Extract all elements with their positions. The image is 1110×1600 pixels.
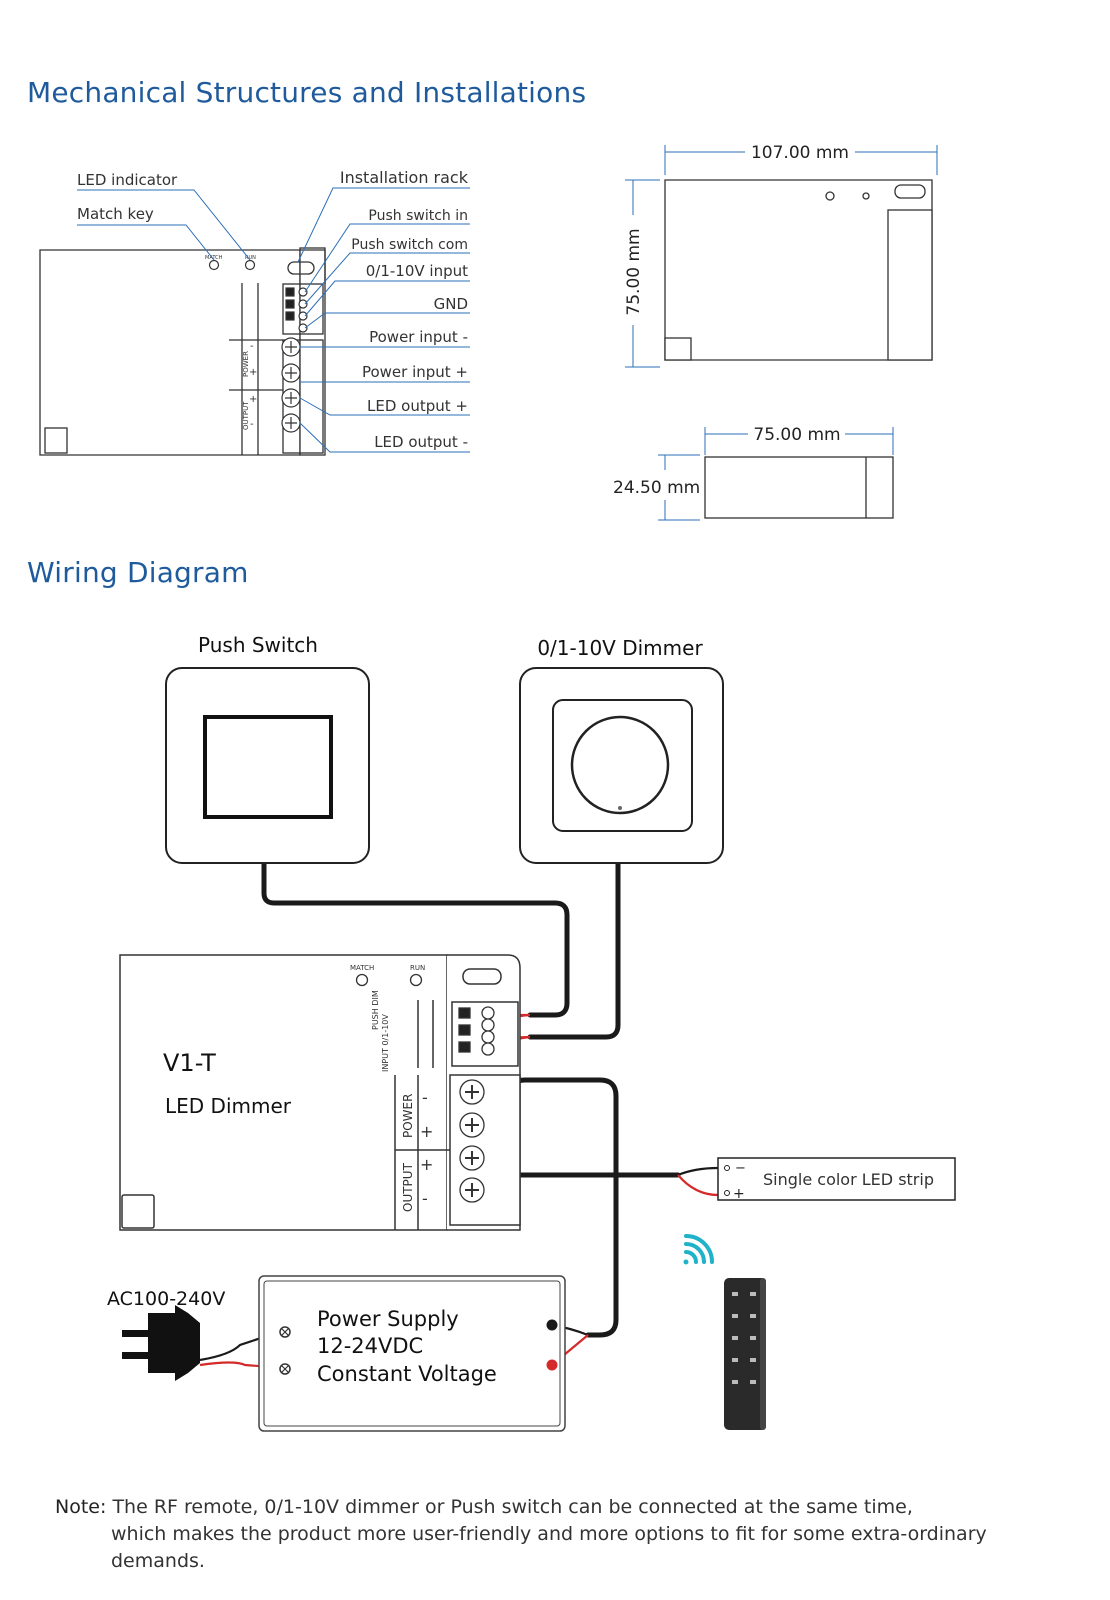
front-view-terminals	[208, 259, 308, 433]
led-strip: − +	[717, 1157, 956, 1202]
power-plus-sign: +	[420, 1122, 433, 1141]
power-supply-line1: Power Supply	[317, 1307, 459, 1331]
push-switch	[165, 667, 370, 864]
dim-input-callout: 0/1-10V input	[366, 262, 468, 280]
run-label: RUN	[410, 964, 425, 972]
installation-rack-callout: Installation rack	[340, 168, 469, 187]
output-minus-sign: -	[422, 1189, 428, 1208]
front-match-label: MATCH	[205, 255, 223, 261]
device-front-view	[39, 247, 326, 456]
depth-width-dimension: 75.00 mm	[753, 425, 840, 445]
side-dimension-view	[704, 456, 894, 519]
width-dimension: 75.00 mm	[624, 228, 644, 315]
push-switch-label: Push Switch	[198, 633, 318, 657]
led-output-plus-callout: LED output +	[367, 397, 468, 415]
height-dimension: 24.50 mm	[613, 478, 700, 498]
rf-remote	[724, 1278, 766, 1430]
match-key-callout: Match key	[77, 205, 154, 223]
led-strip-label: Single color LED strip	[763, 1170, 934, 1189]
match-button	[355, 973, 369, 987]
front-power-label: POWER	[242, 351, 250, 377]
v1t-small-labels: MATCH RUN PUSH DIM INPUT 0/1-10V POWER O…	[350, 964, 433, 1212]
dimension-lines	[625, 145, 938, 521]
mechanical-section-title: Mechanical Structures and Installations	[27, 76, 587, 109]
note: Note: The RF remote, 0/1-10V dimmer or P…	[55, 1494, 1075, 1575]
led-output-minus-callout: LED output -	[374, 433, 468, 451]
front-view-small-labels: MATCH RUN + + - - POWER OUTPUT	[205, 255, 257, 430]
output-plus-sign: +	[420, 1155, 433, 1174]
ac-plug-icon	[122, 1305, 200, 1381]
front-output-minus: -	[250, 419, 254, 430]
power-supply-text: Power Supply 12-24VDC Constant Voltage	[317, 1307, 497, 1386]
gnd-callout: GND	[434, 295, 468, 313]
svg-text:+: +	[733, 1186, 745, 1202]
front-power-plus: +	[249, 367, 257, 378]
front-power-minus: -	[250, 341, 254, 352]
black-wires	[261, 845, 681, 1338]
power-minus-sign: -	[422, 1088, 428, 1107]
note-prefix: Note:	[55, 1496, 107, 1518]
note-line2: which makes the product more user-friend…	[111, 1523, 987, 1572]
power-label: POWER	[401, 1094, 415, 1138]
push-switch-in-callout: Push switch in	[368, 208, 468, 224]
svg-text:−: −	[735, 1161, 746, 1176]
v1t-terminals	[355, 973, 495, 1203]
front-run-label: RUN	[245, 255, 256, 261]
dimmer-switch	[519, 667, 724, 864]
top-dimension-view	[664, 179, 933, 361]
input-010v-label: INPUT 0/1-10V	[381, 1014, 390, 1072]
power-supply-line2: 12-24VDC	[317, 1334, 423, 1358]
front-output-plus: +	[249, 394, 257, 405]
ac-voltage-label: AC100-240V	[107, 1288, 225, 1310]
v1t-device	[119, 954, 521, 1231]
led-indicator-callout: LED indicator	[77, 171, 178, 189]
device-model: V1-T	[163, 1049, 216, 1077]
dimmer-label: 0/1-10V Dimmer	[537, 636, 703, 660]
note-line1: The RF remote, 0/1-10V dimmer or Push sw…	[112, 1496, 913, 1518]
callout-labels: LED indicator Match key Installation rac…	[77, 168, 469, 451]
run-indicator	[409, 973, 423, 987]
power-supply-line3: Constant Voltage	[317, 1362, 497, 1386]
power-supply	[258, 1275, 566, 1432]
output-label: OUTPUT	[401, 1162, 415, 1212]
front-output-label: OUTPUT	[242, 401, 250, 430]
length-dimension: 107.00 mm	[751, 143, 849, 163]
dimmer-knob	[570, 715, 670, 815]
dimension-labels: 107.00 mm 75.00 mm 75.00 mm 24.50 mm	[613, 143, 849, 498]
device-name: LED Dimmer	[165, 1094, 292, 1118]
match-label: MATCH	[350, 964, 374, 972]
wifi-icon	[683, 1234, 714, 1265]
power-input-minus-callout: Power input -	[369, 328, 468, 346]
callout-lines	[77, 187, 470, 453]
push-dim-label: PUSH DIM	[371, 990, 380, 1030]
push-switch-com-callout: Push switch com	[351, 237, 468, 253]
power-input-plus-callout: Power input +	[362, 363, 468, 381]
wiring-section-title: Wiring Diagram	[27, 556, 249, 589]
